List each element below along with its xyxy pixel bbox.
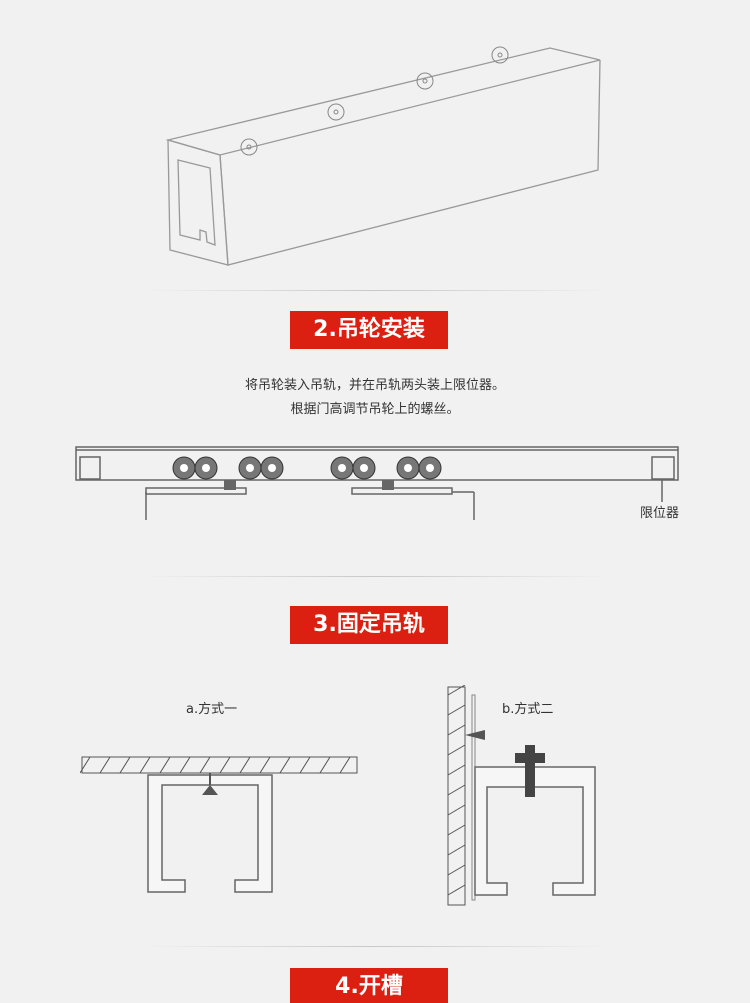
section-title-hanger-install: 2.吊轮安装 <box>290 311 448 349</box>
divider <box>140 946 610 947</box>
method-b-label: b.方式二 <box>502 702 554 717</box>
method-b-diagram <box>447 685 596 906</box>
instruction-line-2: 根据门高调节吊轮上的螺丝。 <box>290 402 460 417</box>
instruction-line-1: 将吊轮装入吊轨，并在吊轨两头装上限位器。 <box>244 378 505 393</box>
method-a-label: a.方式一 <box>186 702 238 717</box>
limiter-label: 限位器 <box>640 506 680 521</box>
section-title-fix-rail: 3.固定吊轨 <box>290 606 448 644</box>
section-title-grooving: 4.开槽 <box>290 968 448 1003</box>
rail-3d-diagram <box>165 46 601 266</box>
rail-hanger-diagram <box>75 446 679 520</box>
divider <box>140 576 610 577</box>
method-a-diagram <box>80 756 358 893</box>
divider <box>140 290 610 291</box>
